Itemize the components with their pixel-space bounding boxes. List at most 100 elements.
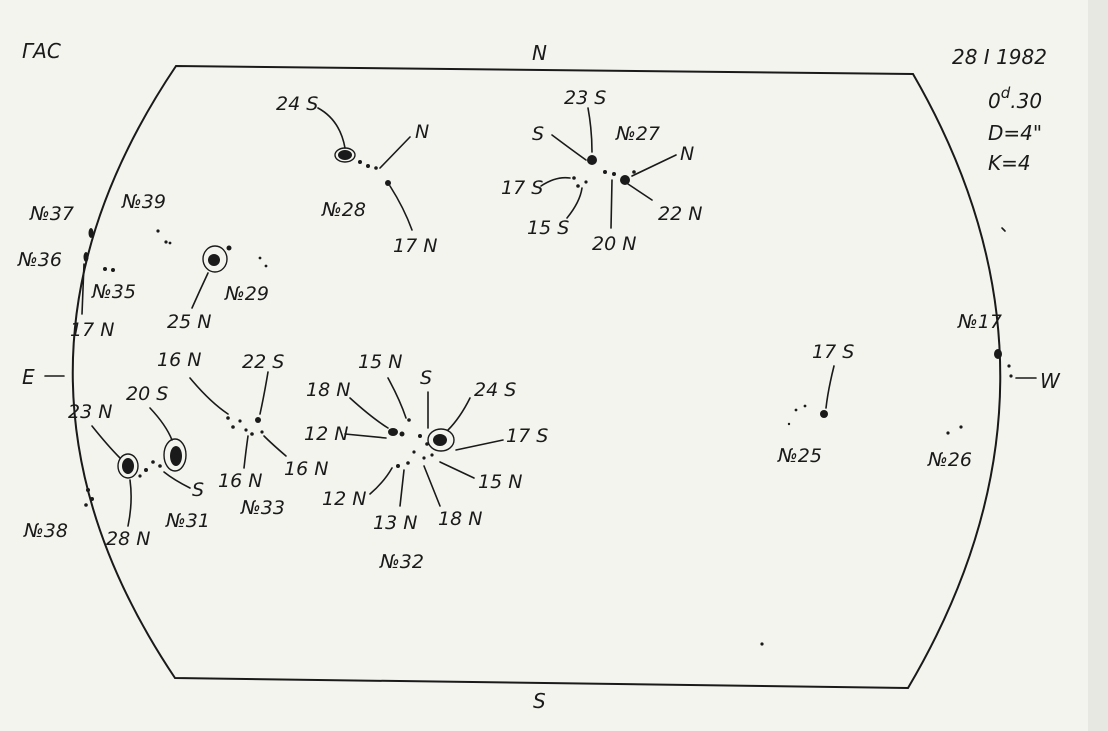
pointer-line bbox=[259, 371, 269, 415]
pointer-line bbox=[349, 397, 389, 429]
pointer-line bbox=[149, 407, 173, 441]
pore bbox=[794, 408, 798, 412]
group-number-label: №17 bbox=[957, 311, 1002, 333]
pore bbox=[946, 431, 950, 435]
pore bbox=[226, 416, 230, 420]
group-number-label: №29 bbox=[224, 283, 269, 305]
spot-label: 17 N bbox=[393, 235, 437, 257]
pore bbox=[358, 160, 362, 164]
spot-label: 22 N bbox=[658, 203, 702, 225]
pore bbox=[258, 256, 262, 260]
pore bbox=[425, 442, 429, 446]
pore bbox=[238, 419, 242, 423]
sunspot bbox=[620, 175, 630, 185]
sunspot-group-31: 20 S 23 N S 28 N №31 №38 bbox=[23, 383, 210, 550]
pore bbox=[366, 164, 370, 168]
pointer-line bbox=[191, 272, 209, 309]
penumbra-outline bbox=[202, 245, 228, 273]
spot-label: 20 N bbox=[592, 233, 636, 255]
sunspot bbox=[587, 155, 597, 165]
pointer-line bbox=[455, 439, 504, 451]
pore bbox=[151, 460, 155, 464]
sunspot bbox=[255, 417, 261, 423]
pore bbox=[422, 456, 426, 460]
spot-label: S bbox=[532, 123, 544, 145]
group-number-label: №39 bbox=[121, 191, 166, 213]
south-label: S bbox=[533, 689, 546, 713]
pointer-line bbox=[631, 154, 677, 177]
north-label: N bbox=[532, 41, 547, 65]
pore bbox=[138, 474, 142, 478]
spot-label: 17 S bbox=[506, 425, 548, 447]
sunspot bbox=[83, 252, 89, 262]
ink-speck bbox=[760, 642, 764, 646]
pointer-line bbox=[439, 461, 475, 479]
penumbra-outline bbox=[163, 438, 187, 472]
sunspot bbox=[433, 434, 447, 446]
pore bbox=[959, 425, 963, 429]
sunspot-groups-west: №37 №39 №36 №35 17 N 25 N №29 bbox=[17, 191, 269, 341]
spot-label: S bbox=[420, 367, 432, 389]
spot-label: 15 N bbox=[478, 471, 522, 493]
group-number-label: №26 bbox=[927, 449, 972, 471]
pore bbox=[803, 404, 807, 408]
pore bbox=[612, 172, 616, 176]
pore bbox=[576, 184, 580, 188]
spot-label: 15 S bbox=[527, 217, 569, 239]
group-number-label: №32 bbox=[379, 551, 424, 573]
solar-disk-outline bbox=[71, 64, 1002, 690]
pore bbox=[412, 450, 416, 454]
pore bbox=[632, 170, 636, 174]
pore bbox=[103, 267, 107, 271]
spot-label: 13 N bbox=[373, 512, 417, 534]
spot-label: 16 N bbox=[218, 470, 262, 492]
pointer-line bbox=[447, 397, 471, 431]
pointer-line bbox=[387, 377, 407, 419]
spot-label: 23 S bbox=[564, 87, 606, 109]
pointer-line bbox=[369, 467, 393, 495]
spot-label: 24 S bbox=[474, 379, 516, 401]
pore bbox=[572, 176, 576, 180]
pore bbox=[260, 430, 264, 434]
diameter-label: D=4" bbox=[988, 121, 1042, 145]
spot-label: 17 S bbox=[501, 177, 543, 199]
pore bbox=[264, 264, 268, 268]
sunspot bbox=[994, 349, 1002, 359]
spot-label: 17 S bbox=[812, 341, 854, 363]
pointer-line bbox=[127, 479, 132, 527]
spot-label: 23 N bbox=[68, 401, 112, 423]
spot-label: 25 N bbox=[167, 311, 211, 333]
sunspot bbox=[820, 410, 828, 418]
sunspot bbox=[88, 228, 94, 238]
pore bbox=[164, 240, 168, 244]
spot-label: 16 N bbox=[284, 458, 328, 480]
pore bbox=[1007, 364, 1011, 368]
pointer-line bbox=[540, 176, 571, 187]
pore bbox=[250, 432, 254, 436]
group-number-label: №36 bbox=[17, 249, 62, 271]
pointer-line bbox=[81, 263, 85, 315]
pore bbox=[399, 431, 405, 437]
pore bbox=[226, 245, 232, 251]
group-number-label: №25 bbox=[777, 445, 822, 467]
pore bbox=[156, 229, 160, 233]
sunspot bbox=[122, 458, 134, 474]
pore bbox=[168, 241, 172, 245]
observatory-label: ГАС bbox=[22, 39, 61, 63]
pore bbox=[158, 464, 162, 468]
pore bbox=[396, 464, 400, 468]
pore bbox=[231, 425, 235, 429]
paper-edge bbox=[1088, 0, 1108, 731]
pore bbox=[144, 468, 148, 472]
group-number-label: №37 bbox=[29, 203, 74, 225]
sunspot-group-28: 24 S N №28 17 N bbox=[276, 93, 437, 257]
sunspot-groups-east: 17 S №25 №17 №26 bbox=[777, 311, 1013, 471]
spot-label: 24 S bbox=[276, 93, 318, 115]
date-label: 28 I 1982 bbox=[952, 45, 1047, 69]
pore bbox=[1009, 374, 1013, 378]
spot-label: 18 N bbox=[306, 379, 350, 401]
pore bbox=[430, 453, 434, 457]
spot-label: 16 N bbox=[157, 349, 201, 371]
pointer-line bbox=[263, 435, 287, 457]
